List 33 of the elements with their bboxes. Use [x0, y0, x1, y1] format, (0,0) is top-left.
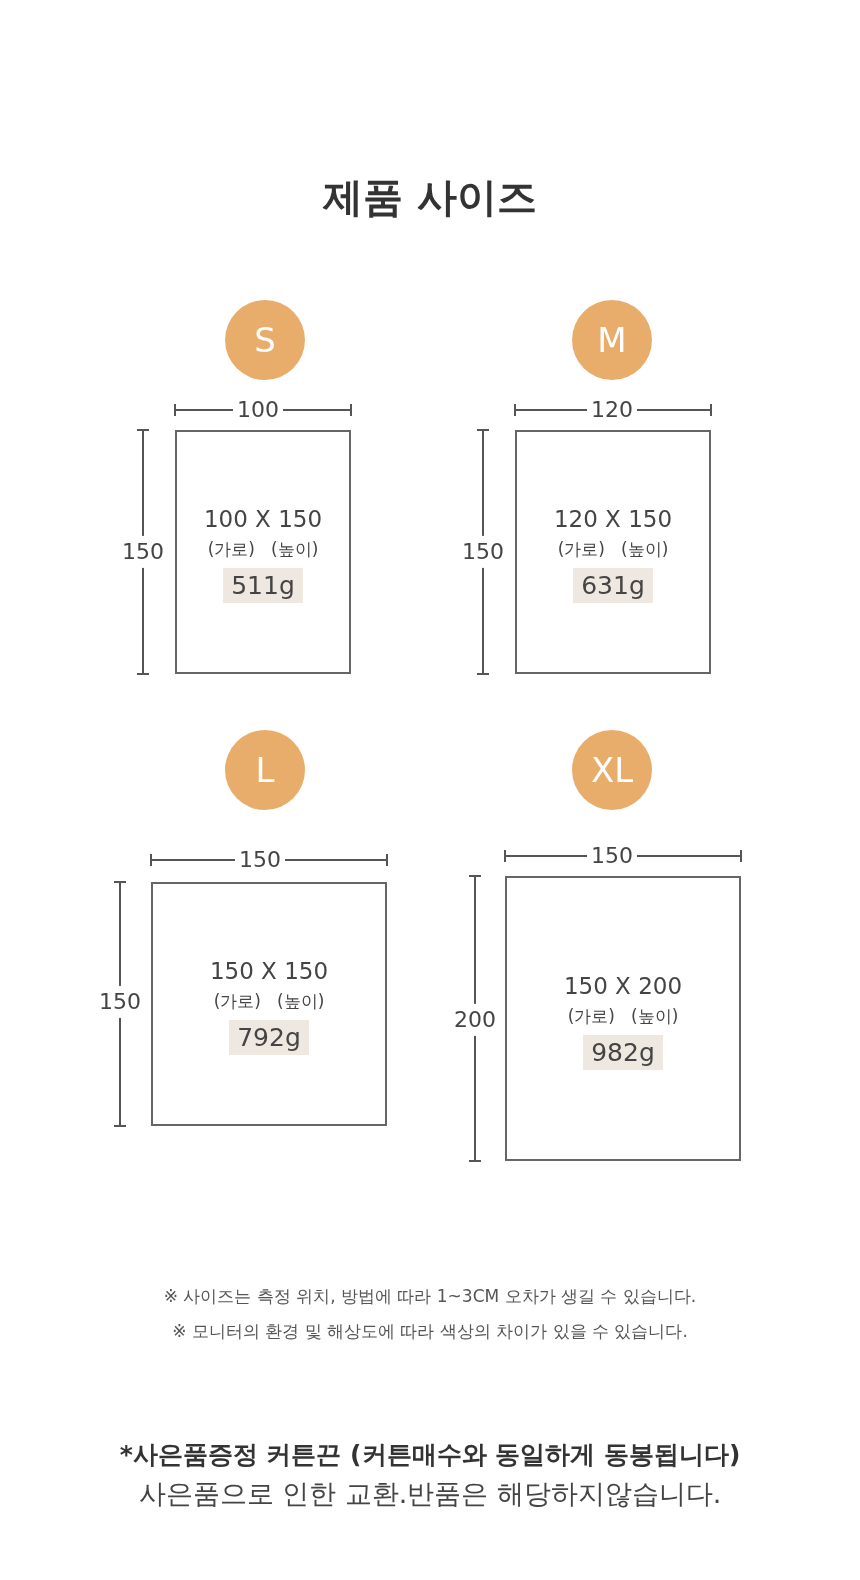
dimension-label: 150 — [122, 535, 164, 569]
product-outline — [505, 876, 741, 1161]
note-text: *사은품증정 커튼끈 (커튼매수와 동일하게 동봉됩니다) — [118, 1439, 742, 1471]
dimension-caption: (가로) — [557, 539, 605, 559]
product-outline — [151, 882, 387, 1126]
product-outline — [175, 430, 351, 674]
product-outline — [515, 430, 711, 674]
size-text: 150 X 150 — [208, 958, 330, 984]
note-text: ※ 모니터의 환경 및 해상도에 따라 색상의 차이가 있을 수 있습니다. — [171, 1320, 689, 1343]
dimension-caption: (높이) — [277, 991, 325, 1011]
weight-text: 511g — [223, 568, 303, 603]
dimension-caption: (가로) — [567, 1005, 615, 1026]
weight-text: 982g — [583, 1034, 663, 1070]
size-badge: L — [225, 730, 305, 810]
size-text: 100 X 150 — [202, 506, 324, 532]
page-title: 제품 사이즈 — [321, 173, 538, 222]
size-badge: XL — [572, 730, 652, 810]
dimension-label: 150 — [99, 985, 141, 1019]
size-text: 150 X 200 — [562, 972, 684, 999]
dimension-caption: (높이) — [621, 539, 669, 559]
weight-text: 792g — [229, 1020, 309, 1055]
dimension-caption: (가로) — [207, 539, 255, 559]
dimension-label: 150 — [462, 535, 504, 569]
size-badge: M — [572, 300, 652, 380]
size-text: 120 X 150 — [552, 506, 674, 532]
dimension-label: 200 — [454, 1003, 496, 1037]
weight-text: 631g — [573, 568, 653, 603]
note-text: ※ 사이즈는 측정 위치, 방법에 따라 1~3CM 오차가 생길 수 있습니다. — [162, 1285, 698, 1308]
note-text: 사은품으로 인한 교환.반품은 해당하지않습니다. — [137, 1477, 723, 1511]
dimension-caption: (높이) — [271, 539, 319, 559]
size-badge: S — [225, 300, 305, 380]
dimension-caption: (높이) — [631, 1005, 679, 1026]
dimension-caption: (가로) — [213, 991, 261, 1011]
